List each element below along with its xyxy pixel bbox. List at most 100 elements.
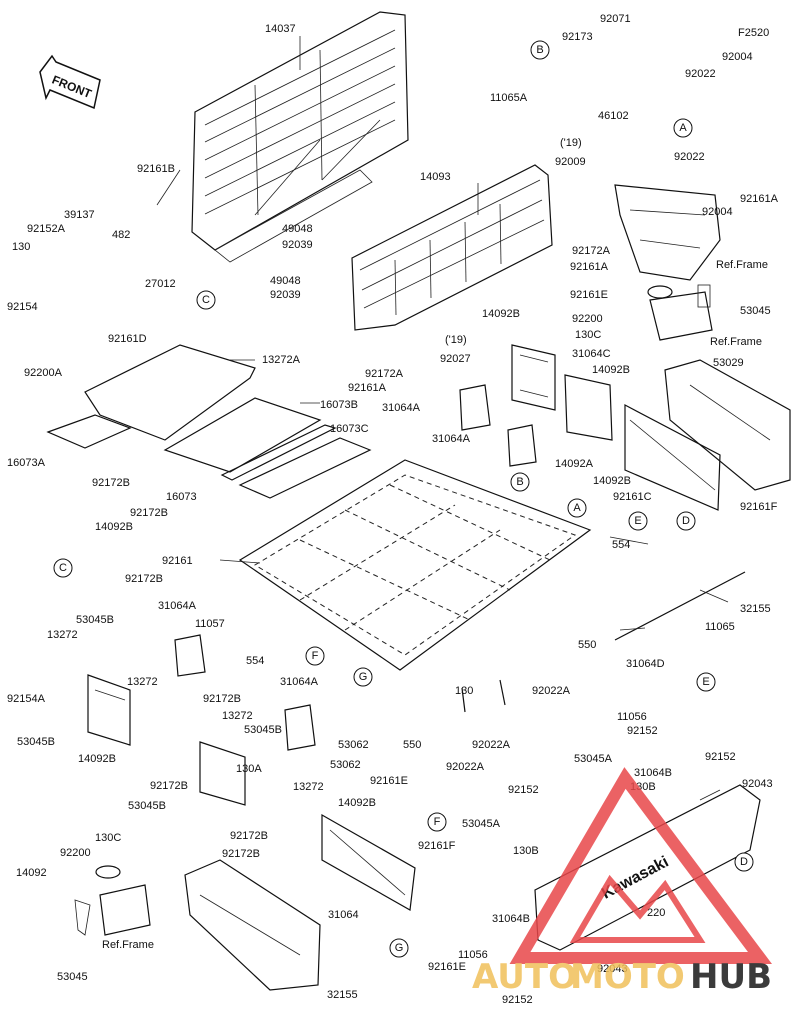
label-92200: 92200 [572, 313, 603, 325]
label-14092B-d: 31064A [280, 676, 319, 688]
label-49048-b: 49048 [270, 275, 301, 287]
callout-B-top: B [530, 40, 550, 60]
label-130-b: 130 [455, 685, 473, 697]
svg-text:A: A [679, 122, 687, 134]
label-13272-d: 92152 [502, 994, 533, 1006]
callout-A-top: A [673, 118, 693, 138]
side-bracket-31064A [624, 404, 721, 511]
callout-C-left: C [53, 558, 73, 578]
end-cap-14092 [184, 859, 321, 991]
label-53009-d: 14092B [95, 521, 133, 533]
label-53009-f: 14092B [338, 797, 376, 809]
trim-cover-14092B-2 [507, 424, 537, 467]
label-year-19-b: ('19) [445, 334, 467, 346]
trim-cover-14092B-3 [174, 634, 206, 677]
label-14092B-b: 31064A [432, 433, 471, 445]
label-53045-b: 53045 [57, 971, 88, 983]
label-14037: 14037 [265, 23, 296, 35]
label-550: 32155 [740, 603, 771, 615]
label-31064B: 130A [236, 763, 262, 775]
label-92027: 92009 [555, 156, 586, 168]
label-92200A: 92200A [24, 367, 63, 379]
label-92172: 13272 [47, 629, 78, 641]
watermark-text-hub: HUB [690, 957, 772, 997]
label-53045A: 92043 [742, 778, 773, 790]
label-16073: 16073 [166, 491, 197, 503]
label-92172B-f: 92172B [230, 830, 268, 842]
label-92161F: 554 [612, 539, 630, 551]
label-92172A-b: 92161A [348, 382, 387, 394]
label-53009-b: 14092B [592, 364, 630, 376]
svg-text:B: B [536, 44, 543, 56]
svg-text:B: B [516, 476, 523, 488]
label-53045B-b: 11056 [458, 949, 488, 961]
label-31064C: 14092A [555, 458, 594, 470]
label-14093: 14093 [420, 171, 451, 183]
label-92043: 92022A [472, 739, 511, 751]
callout-E-mid: E [628, 511, 648, 531]
label-11065A: 11065A [490, 92, 528, 104]
label-92027-b: 92027 [440, 353, 471, 365]
label-92022-b: 92022 [674, 151, 705, 163]
label-11065-b: 53045B [244, 724, 282, 736]
mat-pieces [46, 397, 372, 499]
diagram-code: F2520 [738, 27, 769, 39]
label-130A: 92161E [370, 775, 408, 787]
callout-D-mid: D [676, 511, 696, 531]
label-130C: 130C [575, 329, 601, 341]
label-92022A: 11065 [705, 621, 735, 633]
callout-F-mid: F [305, 646, 325, 666]
svg-text:E: E [634, 515, 641, 527]
label-92154: 92154 [7, 301, 38, 313]
label-92172-b: 13272 [127, 676, 158, 688]
svg-text:G: G [359, 671, 368, 683]
callout-G-low: G [389, 938, 409, 958]
floor-mat [84, 344, 256, 441]
label-31064A: 92161C [613, 491, 652, 503]
label-92161D: 92161D [108, 333, 147, 345]
label-11057: 92022A [532, 685, 571, 697]
label-ref-frame-1: Ref.Frame [716, 259, 768, 271]
label-31064: 31064 [328, 909, 359, 921]
label-13272-c: 92152 [508, 784, 539, 796]
label-53045: 53045 [740, 305, 771, 317]
label-92172B-b: 92172B [130, 507, 168, 519]
side-bracket-31064E [511, 344, 556, 411]
callout-E-right: E [696, 672, 716, 692]
front-arrow-icon: FRONT [39, 54, 101, 110]
label-92043-b: 92022A [446, 761, 485, 773]
label-92161A: 92161A [740, 193, 779, 205]
label-92200-b: 92200 [60, 847, 91, 859]
label-92172B-d: 92172B [203, 693, 241, 705]
label-53009-c: 14092B [593, 475, 631, 487]
label-53009: 14092B [482, 308, 520, 320]
label-92172-d: 13272 [293, 781, 324, 793]
label-32155: 31064D [626, 658, 665, 670]
label-92161E-b: 14092 [16, 867, 47, 879]
label-11056: 31064B [634, 767, 672, 779]
label-92004: 92004 [722, 51, 753, 63]
label-92154A: 53045A [574, 753, 613, 765]
label-ref-frame-3: Ref.Frame [102, 939, 154, 951]
latch-bracket-left [74, 865, 151, 936]
label-92172-c: 13272 [222, 710, 253, 722]
callout-D-low: D [734, 852, 754, 872]
label-92161E: 92161E [570, 289, 608, 301]
label-130: 130 [12, 241, 30, 253]
label-92172B: 92172B [92, 477, 130, 489]
label-92022: 92022 [685, 68, 716, 80]
label-92172B-g: 92172B [222, 848, 260, 860]
label-92039-b: 92039 [270, 289, 301, 301]
label-11056-b: 31064B [492, 913, 530, 925]
label-130A-b: 92161E [428, 961, 466, 973]
tailgate-inner-panel [351, 164, 553, 331]
label-11065: 53045B [76, 614, 114, 626]
label-46102: 46102 [598, 110, 629, 122]
label-554-b: 550 [403, 739, 421, 751]
side-bracket-31064 [321, 813, 416, 911]
cargo-bed-floor [238, 459, 592, 671]
label-92161: 11057 [195, 618, 225, 630]
trim-cover-14092B-4 [284, 704, 316, 751]
label-16073A: 16073A [7, 457, 46, 469]
callout-A-mid: A [567, 498, 587, 518]
